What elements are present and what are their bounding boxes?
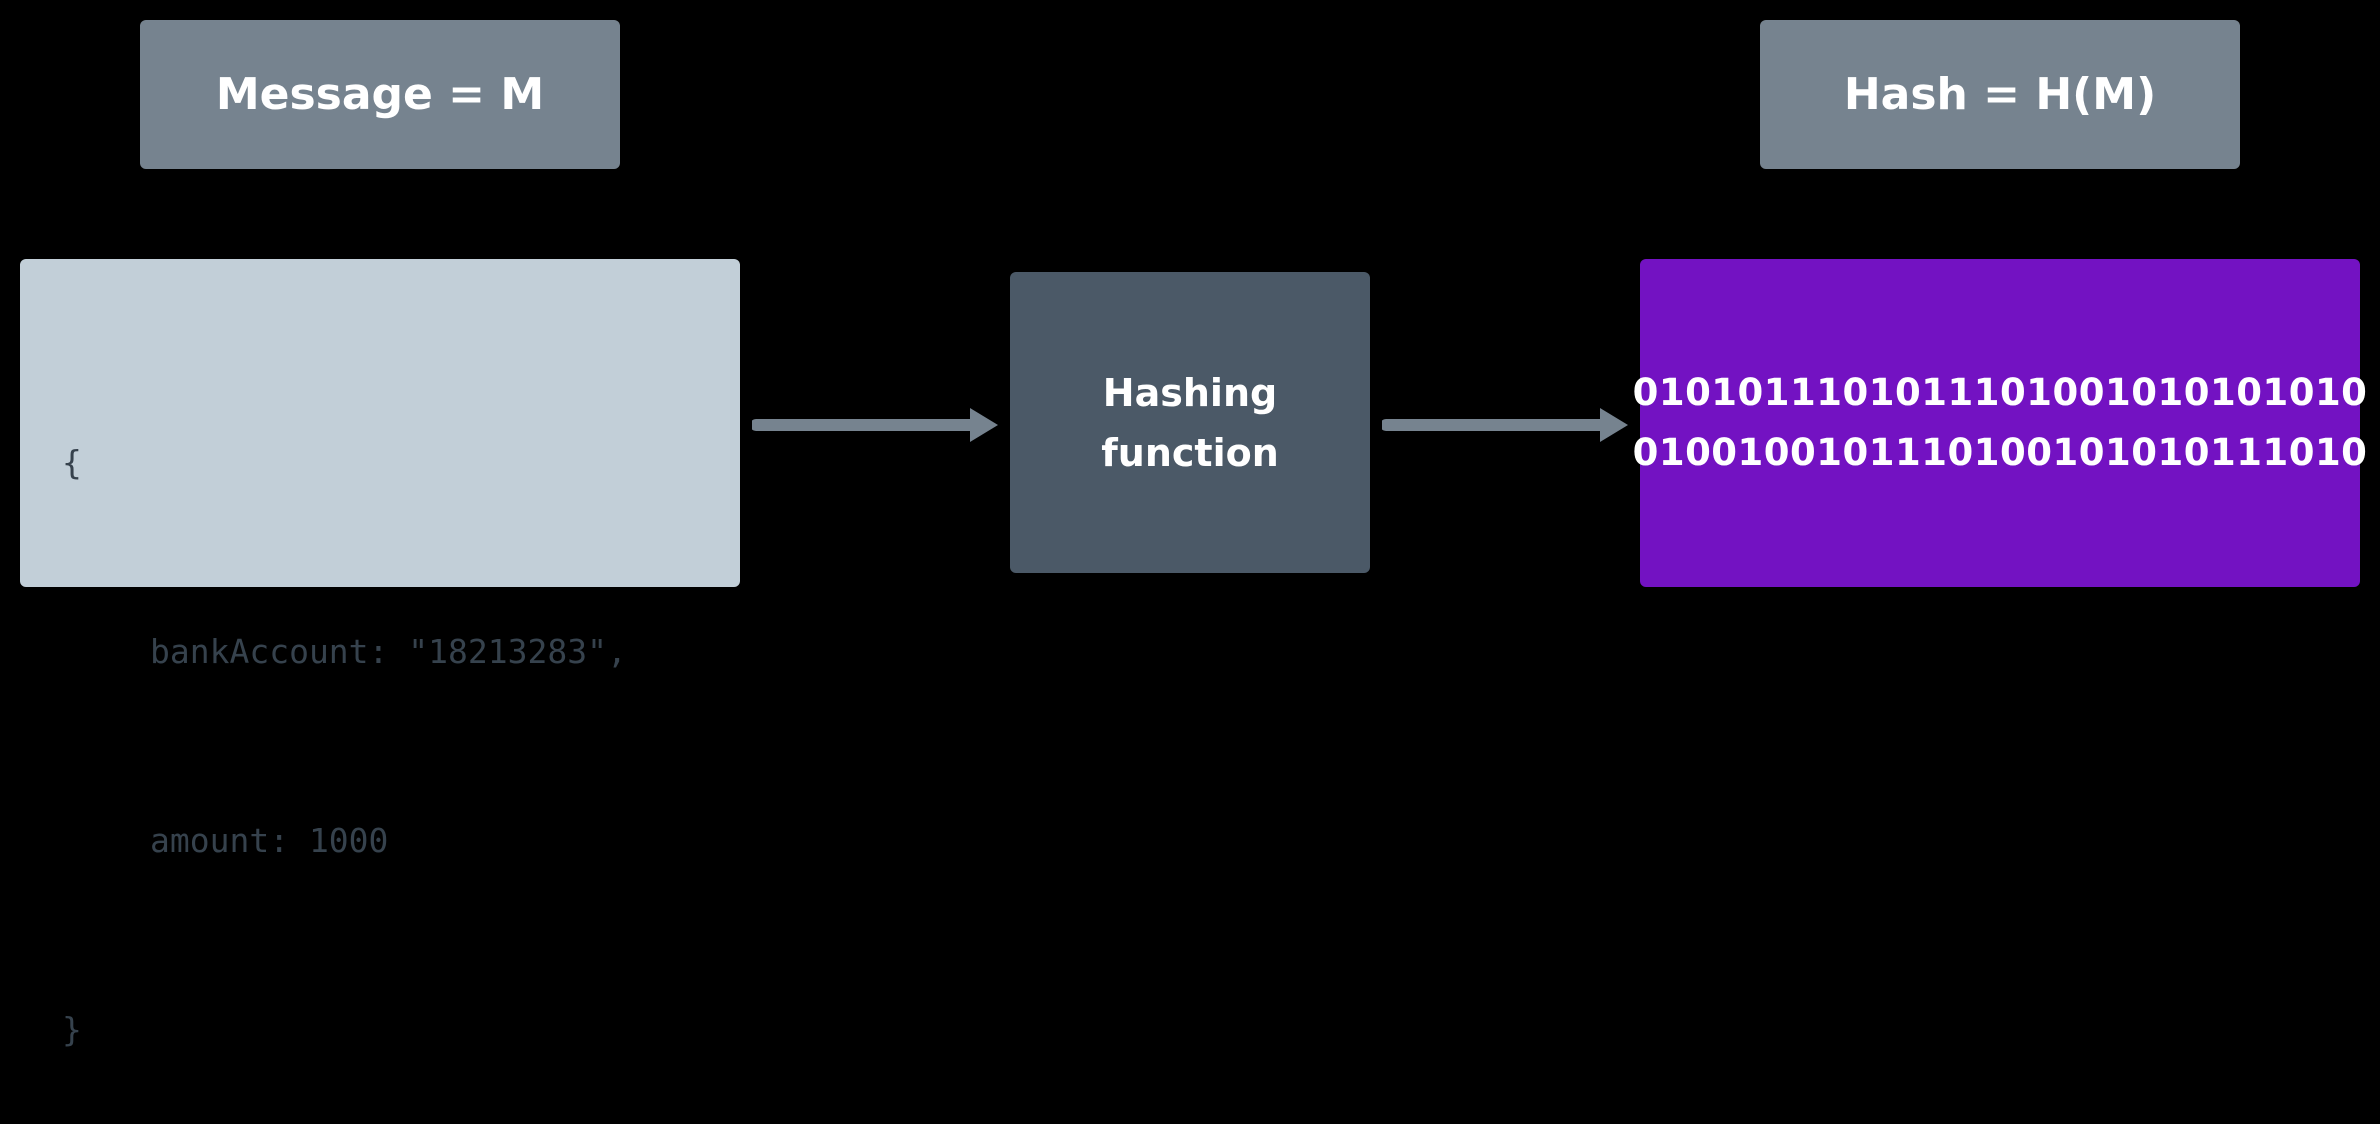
hash-label-text: Hash = H(M) — [1843, 69, 2157, 120]
code-line-bank-account: bankAccount: "18213283", — [150, 632, 627, 671]
message-label-text: Message = M — [215, 69, 545, 120]
hash-output-box: 0101011101011101001010101010 01001001011… — [1633, 259, 2367, 587]
code-line-close-brace: } — [62, 1010, 82, 1049]
function-line-1: Hashing — [1102, 370, 1278, 415]
hash-label: Hash = H(M) — [1760, 20, 2240, 169]
message-label: Message = M — [140, 20, 620, 169]
message-code-block: { bankAccount: "18213283", amount: 1000 … — [20, 259, 740, 1049]
code-line-amount: amount: 1000 — [150, 821, 389, 860]
hash-line-2: 0100100101110100101010111010 — [1632, 431, 2368, 474]
code-line-open-brace: { — [62, 443, 82, 482]
function-line-2: function — [1101, 430, 1279, 475]
hashing-function-box: Hashing function — [1010, 272, 1370, 573]
hash-line-1: 0101011101011101001010101010 — [1632, 371, 2368, 414]
arrow-message-to-function — [752, 408, 998, 442]
arrow-function-to-hash — [1382, 408, 1628, 442]
